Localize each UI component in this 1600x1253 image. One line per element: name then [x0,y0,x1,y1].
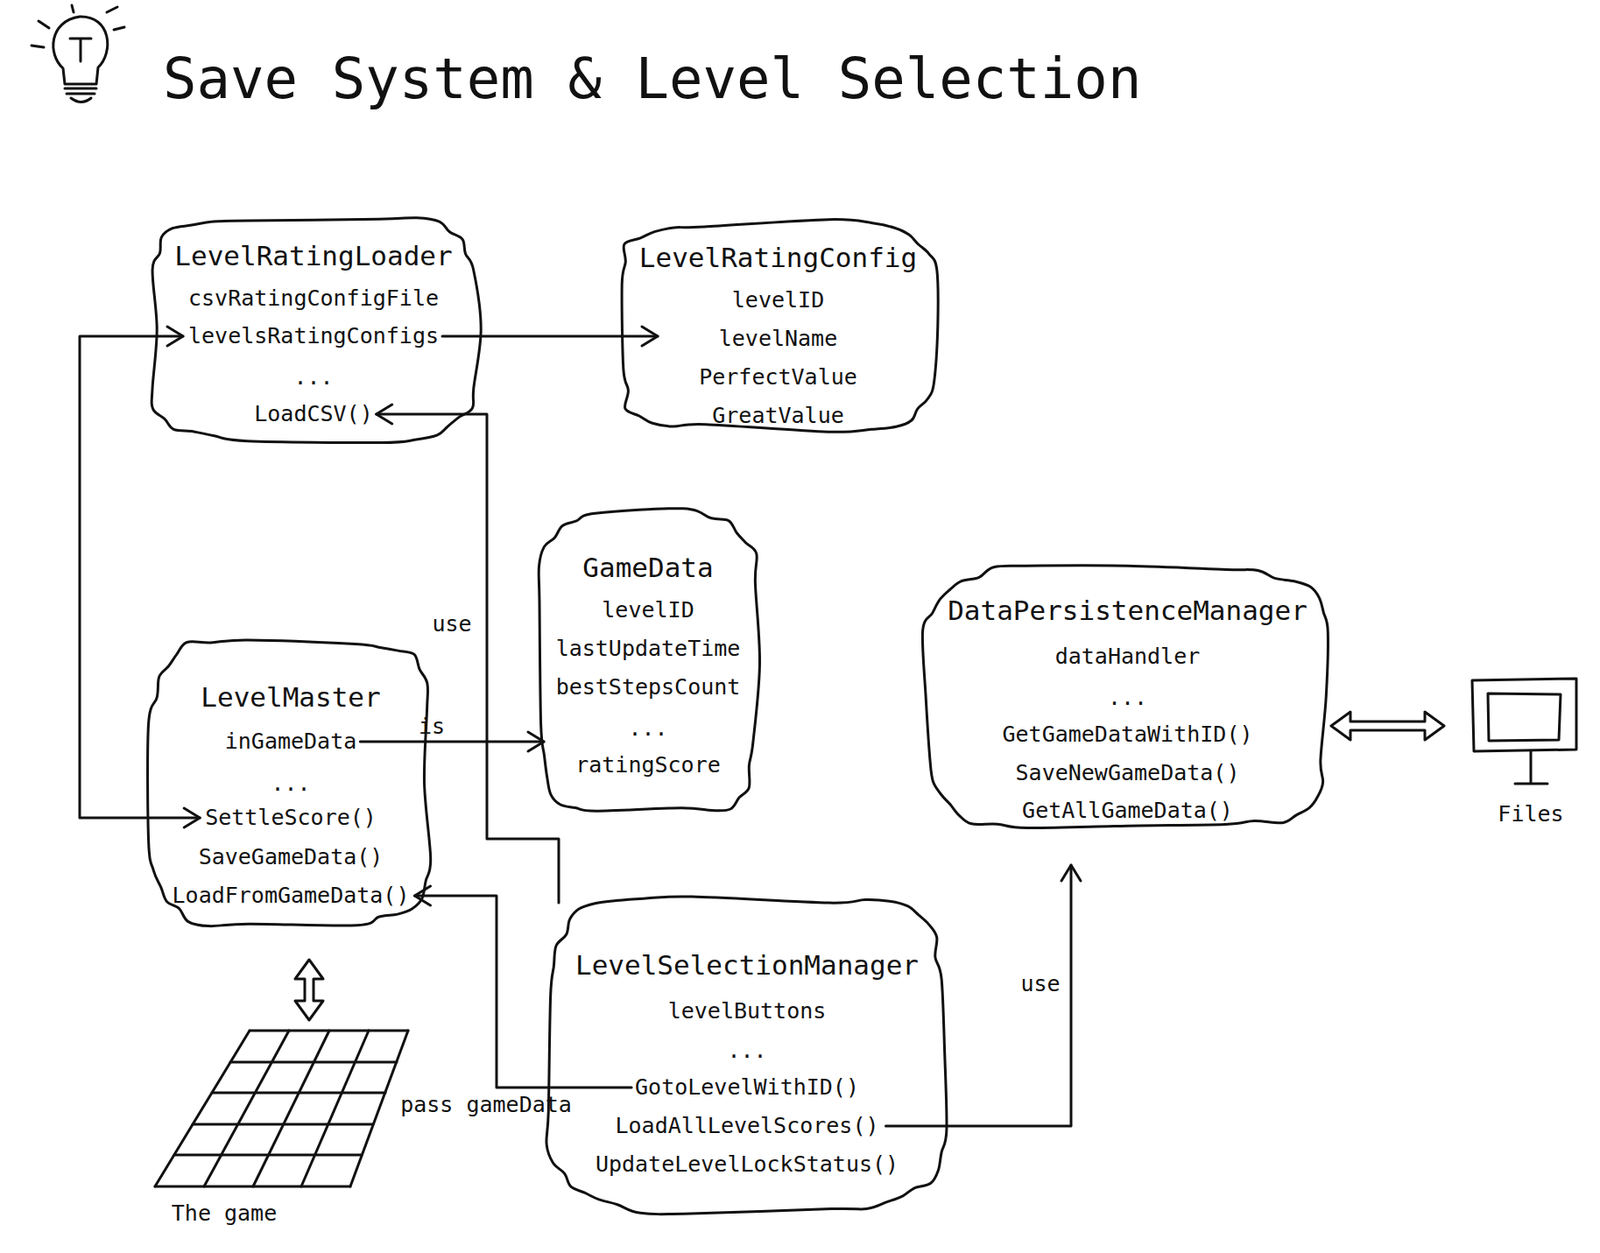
class-cloud: LevelRatingLoader csvRatingConfigFile leve… [142,209,485,450]
connector-line [79,336,200,818]
cloud-border [546,896,947,1215]
class-member: PerfectValue [698,363,858,392]
class-name: DataPersistenceManager [947,593,1308,628]
class-member: inGameData [225,727,358,756]
monitor-icon [1472,678,1577,784]
class-member: LoadFromGameData() [172,881,410,910]
double-arrow [1331,711,1445,741]
cloud-border [621,219,938,433]
cloud-border [538,508,760,812]
class-member: SettleScore() [204,803,377,832]
class-member: GreatValue [711,401,845,430]
cloud-border [148,640,431,927]
connector-line [886,865,1072,1127]
edge-label: pass gameData [400,1091,572,1120]
class-member: ... [270,769,311,798]
connector-line [442,335,658,339]
connector [295,959,324,1021]
edge-label: is [418,712,445,741]
class-name: LevelRatingLoader [174,239,452,273]
diagram-title: Save System & Level Selection [162,43,1142,114]
class-member: ... [293,363,333,392]
connector-line [359,740,544,744]
edge-label: use [1020,970,1060,999]
connector-line [376,414,559,903]
cloud-border [922,565,1328,829]
class-member: levelsRatingConfigs [188,322,439,351]
arrow-head [167,326,184,346]
class-member: dataHandler [1055,642,1201,671]
class-name: LevelRatingConfig [639,240,917,275]
icon-node: Files [1462,674,1586,832]
class-member: levelName [718,324,838,353]
class-member: UpdateLevelLockStatus() [595,1150,899,1179]
class-member: The game [171,1199,277,1228]
connector [1331,711,1445,741]
arrow-head [415,886,431,906]
class-member: GotoLevelWithID() [634,1073,860,1102]
class-member: LoadAllLevelScores() [614,1112,879,1141]
class-cloud: GameData levelID lastUpdateTime bestStepsCo… [530,505,766,822]
class-member: ratingScore [575,751,721,780]
arrow-head [641,326,658,346]
game-grid-illustration [155,1030,409,1187]
class-name: LevelMaster [200,680,381,714]
class-member: ... [1107,683,1148,712]
connector [415,886,633,1088]
class-member: levelID [732,286,825,315]
connector [376,404,559,903]
lightbulb-icon [31,5,125,103]
class-cloud: LevelSelectionManager levelButtons... Goto… [540,888,954,1220]
connector [442,326,658,346]
class-member: GetGameDataWithID() [1002,720,1254,749]
class-member: GetAllGameData() [1022,796,1234,825]
class-member: ... [627,714,668,743]
class-member: levelButtons [668,997,827,1026]
class-member: ... [726,1036,767,1065]
class-cloud: DataPersistenceManager dataHandler... GetG… [918,558,1337,837]
double-arrow [295,959,324,1021]
arrow-head [376,404,393,424]
class-member: SaveNewGameData() [1015,759,1241,788]
class-member: LoadCSV() [253,400,373,429]
arrow-head [528,732,544,752]
connector [79,326,200,828]
class-member: SaveGameData() [198,843,384,872]
cloud-border [151,218,481,444]
class-member: Files [1497,800,1564,829]
class-name: GameData [582,550,713,585]
connector [359,732,544,752]
icon-node: The game [148,1024,412,1235]
connector-line [415,895,633,1088]
class-member: bestStepsCount [556,673,741,702]
class-member: lastUpdateTime [556,634,741,663]
class-name: LevelSelectionManager [575,948,919,982]
arrow-head [183,808,200,828]
edge-label: use [431,610,472,639]
class-member: levelID [601,596,694,625]
class-cloud: LevelRatingConfig levelID levelNamePerfect… [612,214,945,439]
connector [886,865,1082,1127]
arrow-head [1061,865,1081,882]
class-cloud: LevelMaster inGameData... SettleScore() Sav… [142,632,439,934]
class-member: csvRatingConfigFile [188,284,439,313]
